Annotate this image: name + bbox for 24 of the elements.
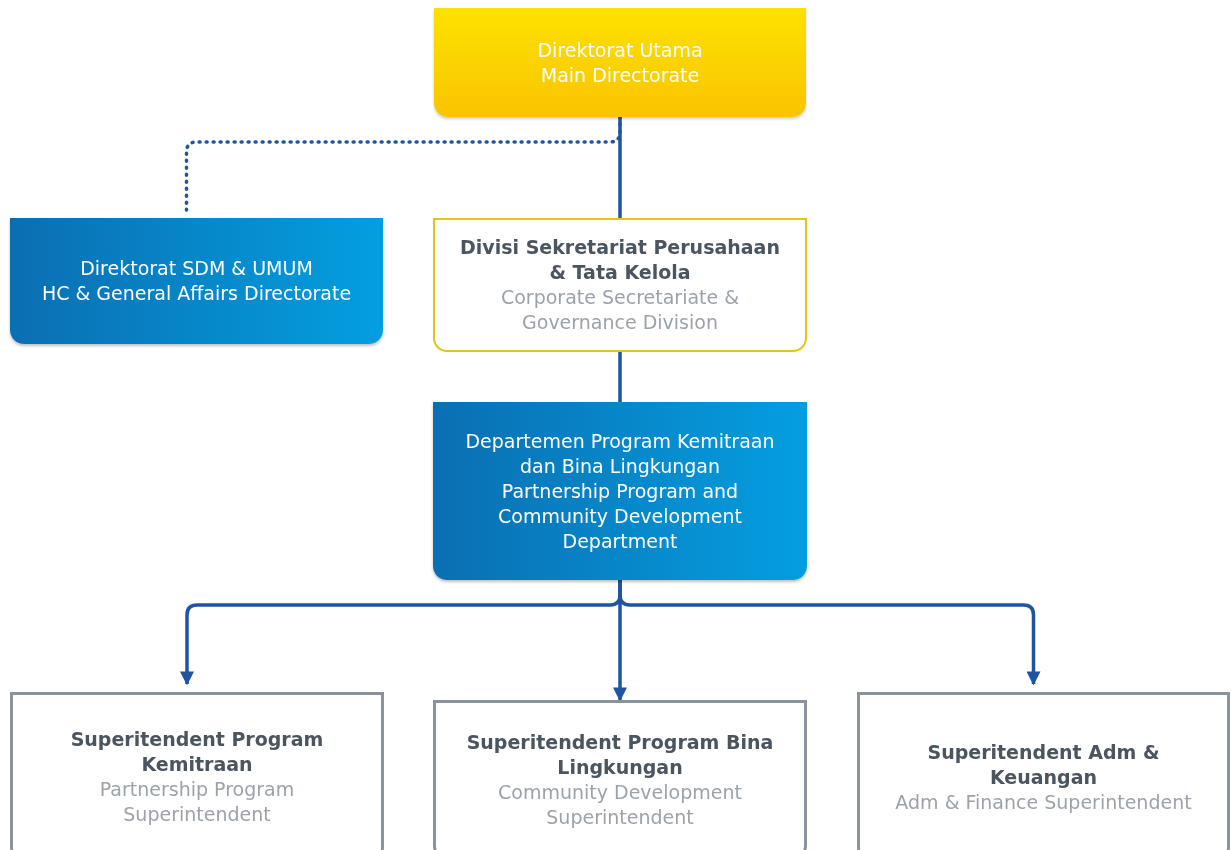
arrow: [618, 580, 1041, 686]
unit-title: Direktorat Utama: [537, 37, 703, 63]
unit-subtitle: HC & General Affairs Directorate: [41, 281, 352, 306]
unit-title: Departemen Program Kemitraan dan Bina Lingkungan: [464, 428, 776, 479]
unit-box: [10, 692, 384, 850]
unit-box: [433, 700, 807, 850]
unit-subtitle: Adm & Finance Superintendent: [895, 789, 1192, 815]
unit-subtitle: Partnership Program Superintendent: [98, 777, 296, 827]
unit-box: [857, 692, 1230, 850]
unit-title: Superitendent Program Bina Lingkungan: [465, 730, 775, 780]
connector-line: [618, 352, 622, 402]
unit-subtitle: Partnership Program and Community Development Department: [497, 478, 743, 554]
unit-subtitle: Community Development Superintendent: [497, 780, 743, 830]
directorate-box: [10, 218, 383, 344]
directorate-box: [433, 218, 807, 352]
directorate-box: [433, 402, 807, 580]
unit-subtitle: Main Directorate: [540, 62, 700, 88]
directorate-box: [434, 8, 806, 117]
unit-title: Superitendent Program Kemitraan: [69, 727, 325, 777]
unit-title: Direktorat SDM & UMUM: [80, 256, 313, 281]
unit-title: Superitendent Adm & Keuangan: [926, 739, 1161, 790]
connector-line: [618, 117, 622, 218]
unit-subtitle: Corporate Secretariate & Governance Division: [499, 285, 741, 335]
unit-title: Divisi Sekretariat Perusahaan & Tata Kelola: [459, 235, 781, 285]
